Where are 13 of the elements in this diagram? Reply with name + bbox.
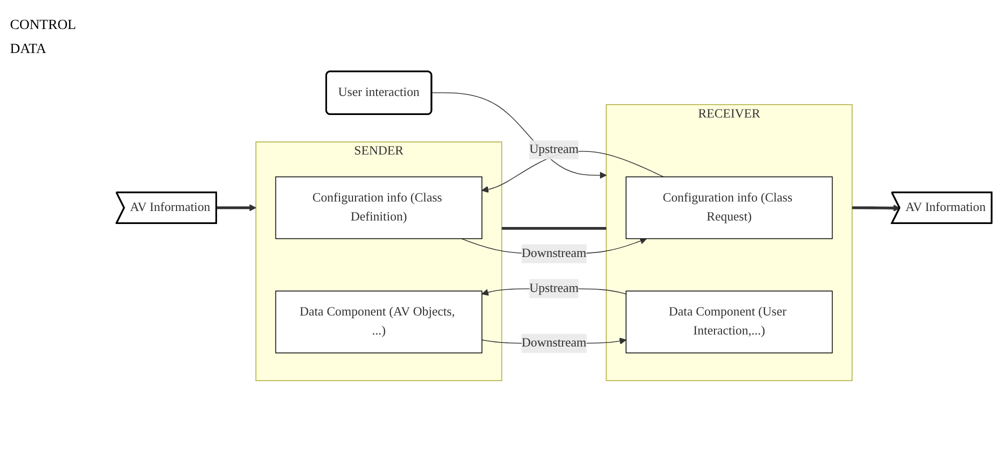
section-label: DATA	[10, 42, 48, 58]
node-box: Configuration info (Class Definition)	[275, 176, 482, 239]
node-box: Data Component (User Interaction,...)	[626, 290, 833, 353]
edge-label: Upstream	[529, 281, 579, 294]
edge-label: Downstream	[522, 336, 586, 350]
arrow	[216, 204, 256, 211]
node-box: Data Component (AV Objects, ...)	[275, 290, 482, 353]
edge-label: Downstream	[522, 246, 586, 260]
section-label: CONTROL	[10, 18, 78, 34]
arrow	[852, 204, 900, 212]
node-box: Configuration info (Class Request)	[626, 176, 833, 239]
connector	[502, 226, 606, 230]
edge-label: Upstream	[529, 142, 579, 156]
